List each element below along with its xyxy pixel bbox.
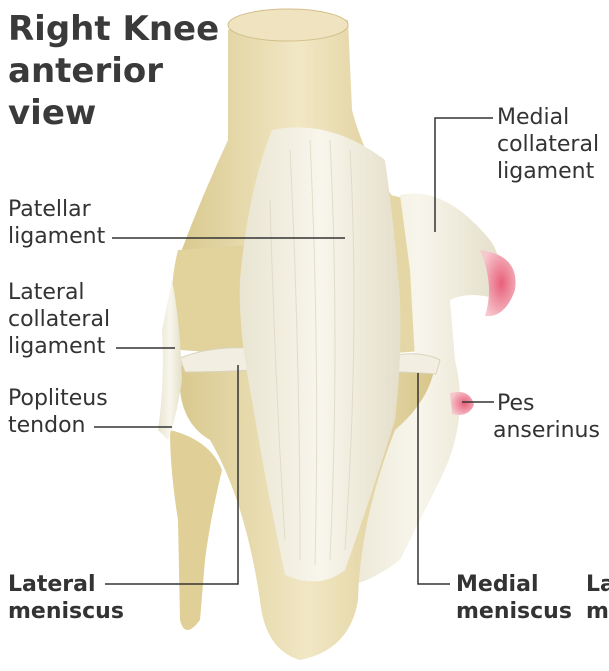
label-cut-off-right: La m bbox=[586, 571, 609, 625]
pes-anserinus-pink-lower bbox=[450, 392, 474, 415]
lateral-meniscus-shape bbox=[180, 348, 252, 372]
femur-top-cut bbox=[228, 9, 348, 41]
label-lateral-meniscus: Lateral meniscus bbox=[8, 571, 124, 625]
label-medial-meniscus: Medial meniscus bbox=[456, 571, 572, 625]
label-pes-anserinus: Pes anserinus bbox=[497, 390, 600, 444]
label-medial-collateral-ligament: Medial collateral ligament bbox=[497, 104, 599, 185]
label-popliteus-tendon: Popliteus tendon bbox=[8, 385, 108, 439]
label-lateral-collateral-ligament: Lateral collateral ligament bbox=[8, 279, 110, 360]
lateral-femoral-condyle bbox=[172, 245, 250, 355]
fibula bbox=[170, 430, 222, 630]
label-patellar-ligament: Patellar ligament bbox=[8, 196, 105, 250]
